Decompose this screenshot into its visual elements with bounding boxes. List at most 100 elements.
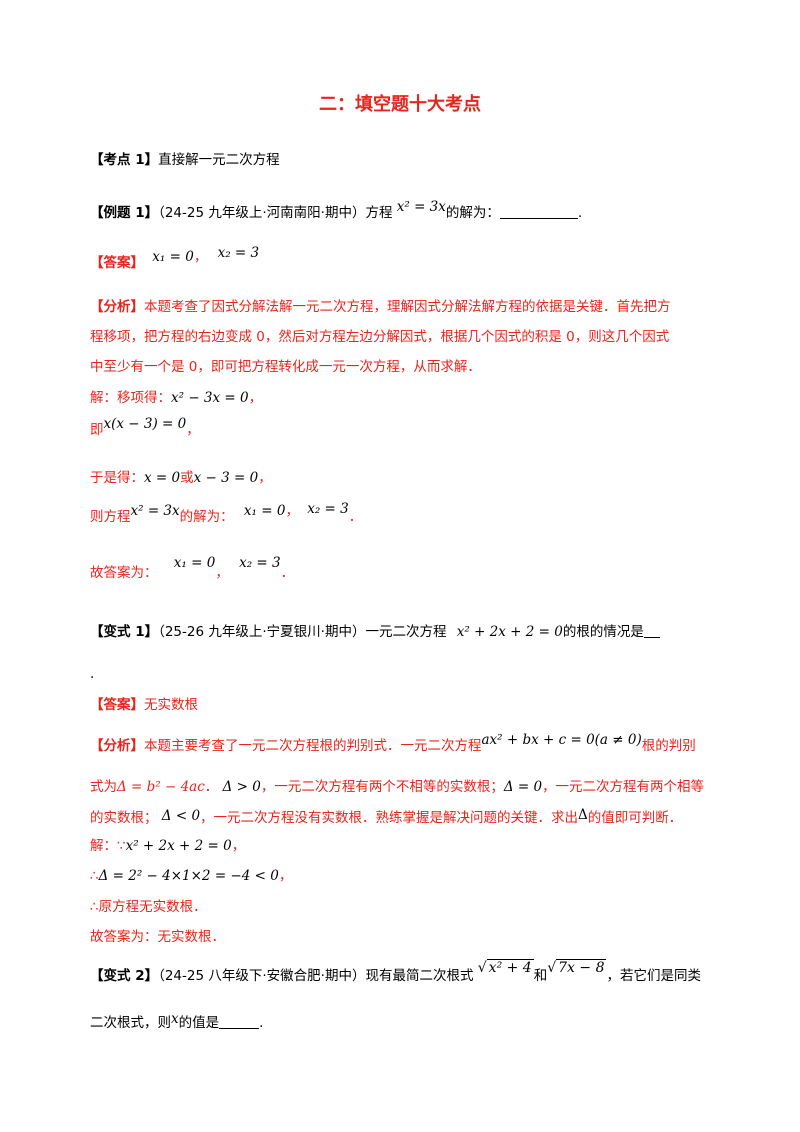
variant-2-end: . [259, 1015, 264, 1031]
answer-2-text: 无实数根 [144, 697, 198, 713]
page-title: 二：填空题十大考点 [319, 94, 481, 115]
analysis-1-step-2-pre: 即 [90, 422, 104, 438]
analysis-2-text-2b: ． [204, 779, 219, 795]
analysis-1-step-2: 即x(x − 3) = 0， [90, 416, 710, 440]
analysis-2-delta-symbol: Δ [578, 807, 588, 823]
analysis-2-text-2f: ，一元二次方程有两个相等 [542, 779, 705, 795]
analysis-2-step-1-pre: 解：∵ [90, 838, 126, 854]
analysis-1-step-3-pre: 于是得： [90, 470, 144, 486]
variant-2-text-2b: 的值是 [178, 1015, 220, 1031]
analysis-2-delta-zero: Δ = 0 [503, 779, 543, 795]
analysis-2-text-3c: ，一元二次方程没有实数根．熟练掌握是解决问题的关键．求出 [200, 810, 579, 826]
kaodian-1-text: 直接解一元二次方程 [158, 152, 280, 168]
analysis-2-text-3a: 的实数根； [90, 810, 158, 826]
analysis-1-step-4-sep: ， [285, 503, 299, 519]
analysis-1-step-4: 则方程x² = 3x的解为： x₁ = 0， x₂ = 3． [90, 501, 710, 527]
analysis-2-discriminant: Δ = b² − 4ac [117, 779, 205, 795]
analysis-2-text-1b: 根的判别 [641, 738, 696, 754]
variant-2-source: （24-25 八年级下·安徽合肥·期中） [158, 968, 366, 984]
variant-1-label: 【变式 1】 [90, 624, 159, 640]
example-1-pre: 方程 [365, 205, 393, 221]
analysis-2-step-4: 故答案为：无实数根． [90, 929, 225, 945]
analysis-1-step-1-end: ， [248, 390, 263, 406]
variant-1-post: 的根的情况是 [562, 624, 644, 640]
analysis-1-line-3: 中至少有一个是 0，即可把方程转化成一元一次方程，从而求解． [90, 359, 481, 375]
analysis-1-step-5-pre: 故答案为： [90, 565, 158, 581]
analysis-2-step-2-end: ， [278, 868, 293, 884]
analysis-1-step-4-pre: 则方程 [90, 509, 131, 525]
example-1-post: 的解为： [445, 205, 500, 221]
analysis-1-step-4-mid: 的解为： [179, 509, 234, 525]
analysis-1-step-3: 于是得：x = 0或x − 3 = 0， [90, 468, 710, 488]
analysis-1-step-4-end: ． [348, 509, 363, 525]
analysis-1-step-2-eq: x(x − 3) = 0 [103, 416, 187, 432]
answer-1-sep: ， [193, 249, 208, 265]
answer-1-x2: x₂ = 3 [217, 245, 260, 261]
variant-2-line-2: 二次根式，则x的值是. [90, 1011, 710, 1033]
variant-2-radicand-2: 7x − 8 [556, 959, 607, 976]
analysis-1-step-3-b: x − 3 = 0 [193, 470, 259, 486]
analysis-2-step-3: ∴原方程无实数根． [90, 899, 207, 915]
variant-2-pre: 现有最简二次根式 [365, 968, 474, 984]
analysis-2-text-2a: 式为 [90, 779, 117, 795]
analysis-1-step-4-eq: x² = 3x [130, 503, 180, 519]
variant-2-blank [219, 1014, 260, 1029]
analysis-1-label: 【分析】 [90, 299, 144, 315]
analysis-1-text-1: 本题考查了因式分解法解一元二次方程，理解因式分解法解方程的依据是关键．首先把方 [144, 299, 671, 315]
variant-2-radical-2: √7x − 8 [547, 959, 607, 976]
kaodian-1-label: 【考点 1】 [90, 152, 159, 168]
analysis-1-step-1-pre: 解：移项得： [90, 390, 171, 406]
analysis-1-step-5-x2: x₂ = 3 [239, 555, 281, 571]
analysis-1-step-4-x1: x₁ = 0 [243, 503, 286, 519]
kaodian-1-heading: 【考点 1】直接解一元二次方程 [90, 150, 710, 170]
analysis-2-step-2: ∴Δ = 2² − 4×1×2 = −4 < 0， [90, 866, 710, 886]
analysis-2-step-1-eq: x² + 2x + 2 = 0 [125, 838, 232, 854]
variant-2-radicand-1: x² + 4 [486, 959, 534, 976]
example-1-blank [499, 204, 578, 219]
analysis-2-text-1a: 本题主要考查了一元二次方程根的判别式．一元二次方程 [144, 738, 482, 754]
analysis-1-step-2-end: ， [186, 422, 200, 438]
answer-2: 【答案】无实数根 [90, 695, 710, 715]
variant-1-blank [643, 623, 660, 638]
analysis-2-step-1: 解：∵x² + 2x + 2 = 0， [90, 836, 710, 856]
analysis-1-step-5-end: ． [280, 565, 295, 581]
analysis-1-step-1: 解：移项得：x² − 3x = 0， [90, 388, 710, 408]
analysis-1-step-4-x2: x₂ = 3 [307, 501, 349, 517]
variant-2-text-2a: 二次根式，则 [90, 1015, 171, 1031]
analysis-2-step-2-eq: Δ = 2² − 4×1×2 = −4 < 0 [98, 868, 279, 884]
analysis-2-line-3: 的实数根； Δ < 0，一元二次方程没有实数根．熟练掌握是解决问题的关键．求出Δ… [90, 807, 710, 828]
answer-1-x1: x₁ = 0 [152, 249, 194, 265]
variant-2-and: 和 [533, 968, 548, 984]
example-1-label: 【例题 1】 [90, 205, 159, 221]
variant-1: 【变式 1】（25-26 九年级上·宁夏银川·期中）一元二次方程 x² + 2x… [90, 622, 710, 642]
answer-1: 【答案】 x₁ = 0， x₂ = 3 [90, 245, 710, 273]
variant-2-radical-1: √x² + 4 [477, 959, 534, 976]
example-1-end: . [577, 205, 583, 221]
answer-2-label: 【答案】 [90, 697, 144, 713]
analysis-1-step-5-x1: x₁ = 0 [173, 555, 216, 571]
example-1-equation: x² = 3x [396, 199, 446, 215]
analysis-2-line-2: 式为Δ = b² − 4ac． Δ > 0，一元二次方程有两个不相等的实数根；Δ… [90, 777, 710, 797]
analysis-2-delta-positive: Δ > 0 [222, 779, 261, 795]
analysis-1-step-3-end: ， [258, 470, 272, 486]
example-1-source: （24-25 九年级上·河南南阳·期中） [158, 205, 366, 221]
analysis-1-step-5: 故答案为： x₁ = 0， x₂ = 3． [90, 555, 710, 583]
analysis-2-delta-negative: Δ < 0 [161, 808, 201, 824]
analysis-2-label: 【分析】 [90, 738, 144, 754]
example-1: 【例题 1】（24-25 九年级上·河南南阳·期中）方程 x² = 3x的解为：… [90, 199, 710, 223]
variant-1-pre: 一元二次方程 [365, 624, 447, 640]
analysis-1-line-2: 程移项，把方程的右边变成 0，然后对方程左边分解因式，根据几个因式的积是 0，则… [90, 329, 670, 345]
analysis-1-step-1-eq: x² − 3x = 0 [171, 390, 249, 406]
variant-1-end: . [90, 666, 95, 682]
analysis-2-step-2-pre: ∴ [90, 868, 99, 884]
variant-1-source: （25-26 九年级上·宁夏银川·期中） [158, 624, 366, 640]
analysis-1-step-3-a: x = 0 [144, 470, 181, 486]
analysis-2-text-2d: ，一元二次方程有两个不相等的实数根； [260, 779, 504, 795]
variant-1-equation: x² + 2x + 2 = 0 [456, 624, 563, 640]
analysis-2-text-3e: 的值即可判断． [587, 810, 683, 826]
analysis-2-line-1: 【分析】本题主要考查了一元二次方程根的判别式．一元二次方程ax² + bx + … [90, 732, 710, 756]
analysis-1-step-3-or: 或 [180, 470, 194, 486]
analysis-1-step-5-sep: ， [215, 565, 229, 581]
analysis-2-step-1-end: ， [231, 838, 246, 854]
variant-2-variable: x [171, 1011, 179, 1027]
